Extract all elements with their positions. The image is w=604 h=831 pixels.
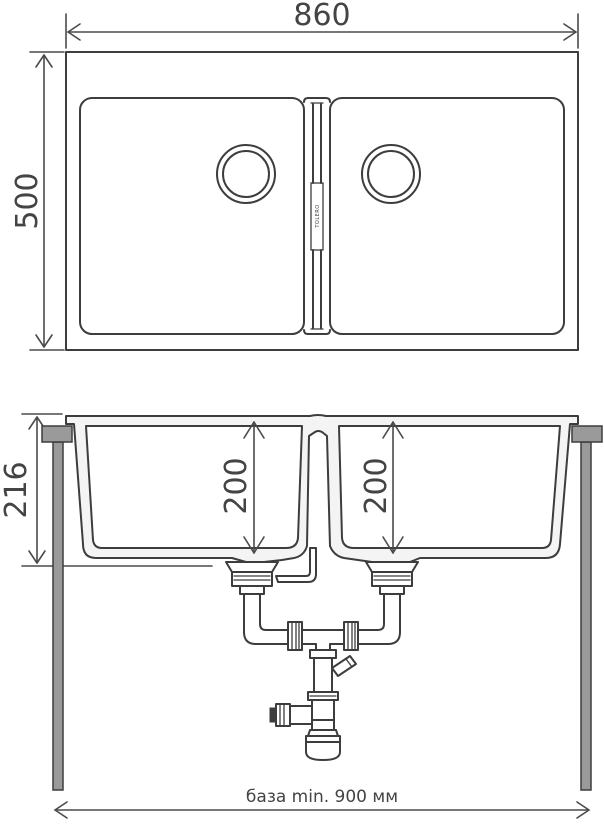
dimension-label-200-left: 200 bbox=[219, 457, 254, 514]
pipe-coupling-right bbox=[343, 621, 359, 651]
dimension-width-860: 860 bbox=[65, 0, 579, 49]
drain-pipe-assembly bbox=[243, 593, 401, 651]
drain-flange-right bbox=[365, 561, 419, 595]
countertop-edge-left bbox=[41, 425, 73, 443]
left-bowl-top bbox=[79, 97, 305, 335]
dimension-label-500: 500 bbox=[10, 172, 45, 229]
pipe-coupling-left bbox=[287, 621, 303, 651]
dimension-bowl-right-200: 200 bbox=[359, 421, 404, 554]
brand-plate bbox=[310, 182, 324, 251]
right-bowl-top bbox=[329, 97, 565, 335]
side-view: 216 200 200 bbox=[0, 413, 603, 819]
countertop-edge-right bbox=[571, 425, 603, 443]
cabinet-post-left bbox=[52, 441, 64, 791]
dimension-label-216: 216 bbox=[0, 461, 34, 518]
dimension-depth-216: 216 bbox=[0, 413, 213, 567]
center-divider: TOLERO bbox=[303, 97, 331, 335]
overflow-pipe bbox=[275, 547, 317, 583]
top-view: 860 500 TOLERO bbox=[10, 0, 579, 351]
dimension-depth-500: 500 bbox=[10, 51, 65, 351]
dimension-label-860: 860 bbox=[293, 0, 350, 33]
dimension-bowl-left-200: 200 bbox=[219, 421, 265, 554]
base-minimum-label: база min. 900 мм bbox=[246, 787, 398, 807]
cabinet-post-right bbox=[580, 441, 592, 791]
drain-flange-left bbox=[225, 561, 279, 595]
sink-outline-top bbox=[65, 51, 579, 351]
siphon-trap bbox=[269, 691, 341, 761]
dimension-label-200-right: 200 bbox=[359, 457, 394, 514]
right-drain-top bbox=[361, 144, 421, 204]
dimension-base-900: база min. 900 мм bbox=[54, 787, 590, 819]
sink-section-profile bbox=[65, 414, 579, 565]
brand-logo-text: TOLERO bbox=[315, 204, 321, 228]
tee-fitting bbox=[309, 649, 357, 693]
left-drain-top bbox=[216, 144, 276, 204]
